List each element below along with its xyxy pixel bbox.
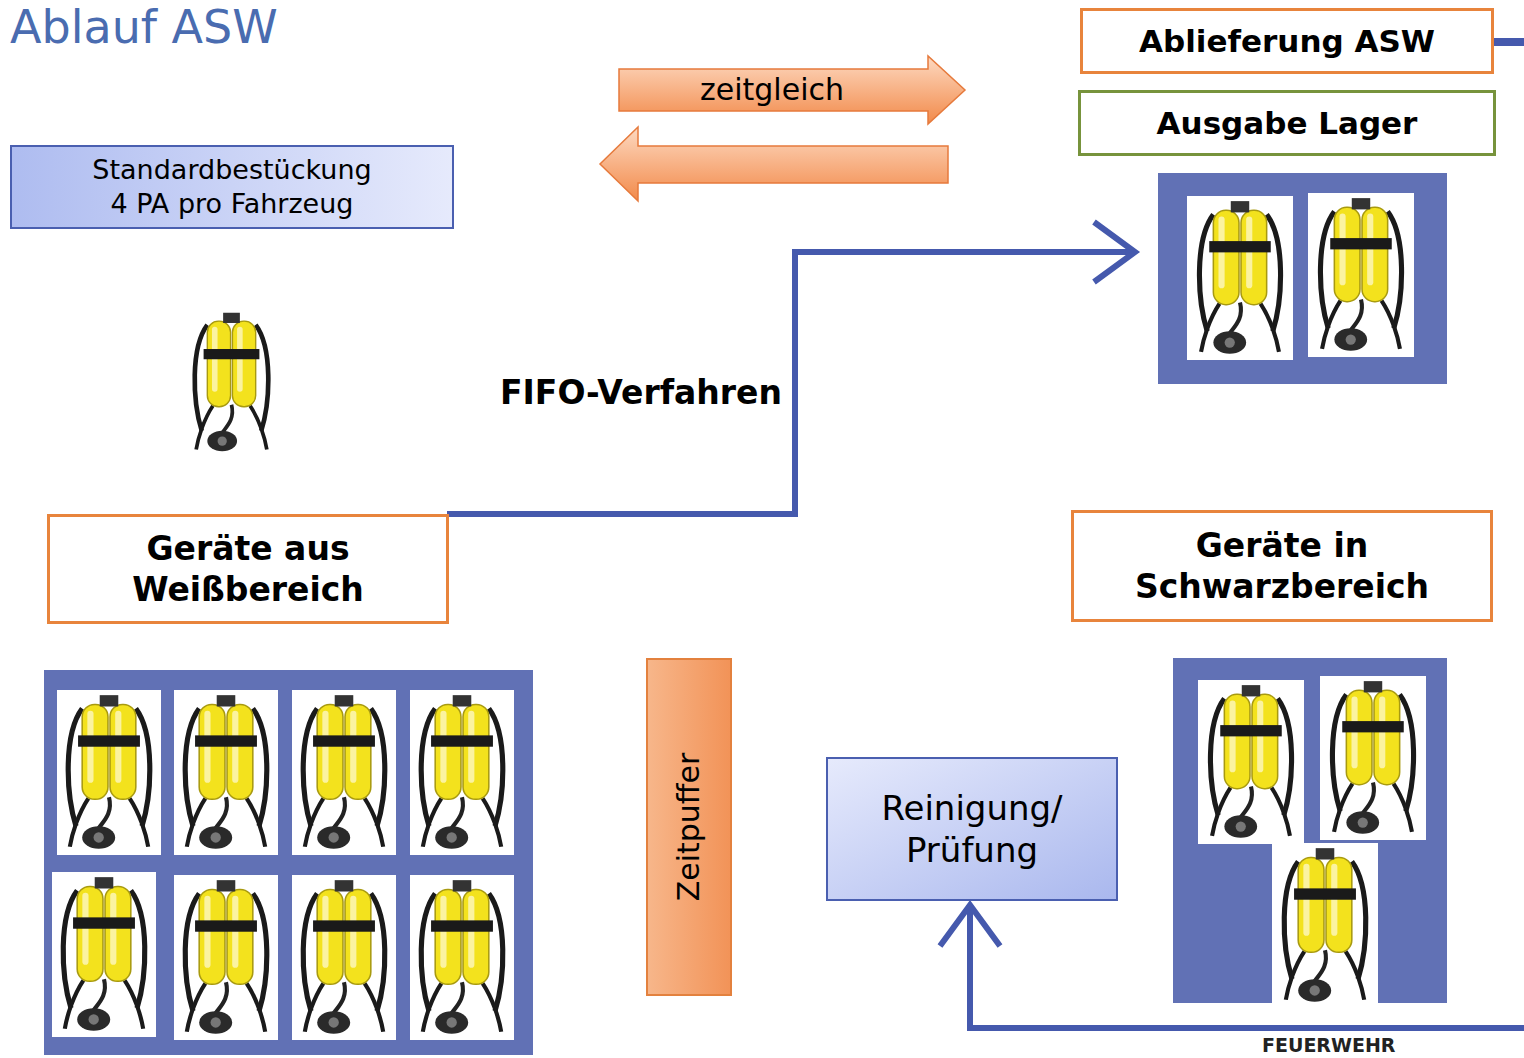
node-text: Ausgabe Lager xyxy=(1157,104,1418,143)
fifo-line xyxy=(447,252,1133,514)
text-block: Zeitpuffer xyxy=(670,753,708,902)
node-text: Ablieferung ASW xyxy=(1139,22,1435,61)
text-block: zeitgleich xyxy=(700,71,844,109)
process-box: Geräte in Schwarzbereich xyxy=(1071,510,1493,622)
flow-label: FIFO-Verfahren xyxy=(500,373,782,412)
process-box: Ausgabe Lager xyxy=(1078,90,1496,156)
text-block: Standardbestückung 4 PA pro Fahrzeug xyxy=(85,153,380,221)
flow-lines xyxy=(447,42,1524,1028)
outgoing-line xyxy=(1494,38,1524,46)
device-panel xyxy=(44,670,533,1055)
device-panel xyxy=(1173,658,1447,1008)
text-block: Reinigung/ Prüfung xyxy=(828,787,1116,872)
orange-arrow xyxy=(600,127,948,201)
node-text: zeitgleich xyxy=(700,71,844,109)
device-panel xyxy=(1158,173,1447,384)
node-text: Geräte in Schwarzbereich xyxy=(1074,525,1490,608)
node-text: Reinigung/ Prüfung xyxy=(828,787,1116,872)
time-buffer-bar: Zeitpuffer xyxy=(646,658,732,996)
diagram-title: Ablauf ASW xyxy=(10,0,278,54)
logo-text: FEUERWEHR xyxy=(1262,1034,1395,1056)
arrow-outline xyxy=(619,56,965,124)
arrow-head xyxy=(1094,222,1135,282)
arrow-shape: zeitgleich xyxy=(618,55,966,125)
process-box: Geräte aus Weißbereich xyxy=(47,514,449,624)
text-block: Ablieferung ASW xyxy=(1139,22,1435,61)
node-text: Standardbestückung 4 PA pro Fahrzeug xyxy=(85,153,380,221)
process-box: Reinigung/ Prüfung xyxy=(826,757,1118,901)
process-box: Ablieferung ASW xyxy=(1080,8,1494,74)
text-block: Ausgabe Lager xyxy=(1157,104,1418,143)
node-text: Zeitpuffer xyxy=(670,753,708,902)
info-box: Standardbestückung 4 PA pro Fahrzeug xyxy=(10,145,454,229)
node-text: Geräte aus Weißbereich xyxy=(50,528,446,611)
arrow-head xyxy=(940,905,1000,946)
text-block: Geräte in Schwarzbereich xyxy=(1074,525,1490,608)
breathing-apparatus xyxy=(195,313,269,452)
text-block: Geräte aus Weißbereich xyxy=(50,528,446,611)
